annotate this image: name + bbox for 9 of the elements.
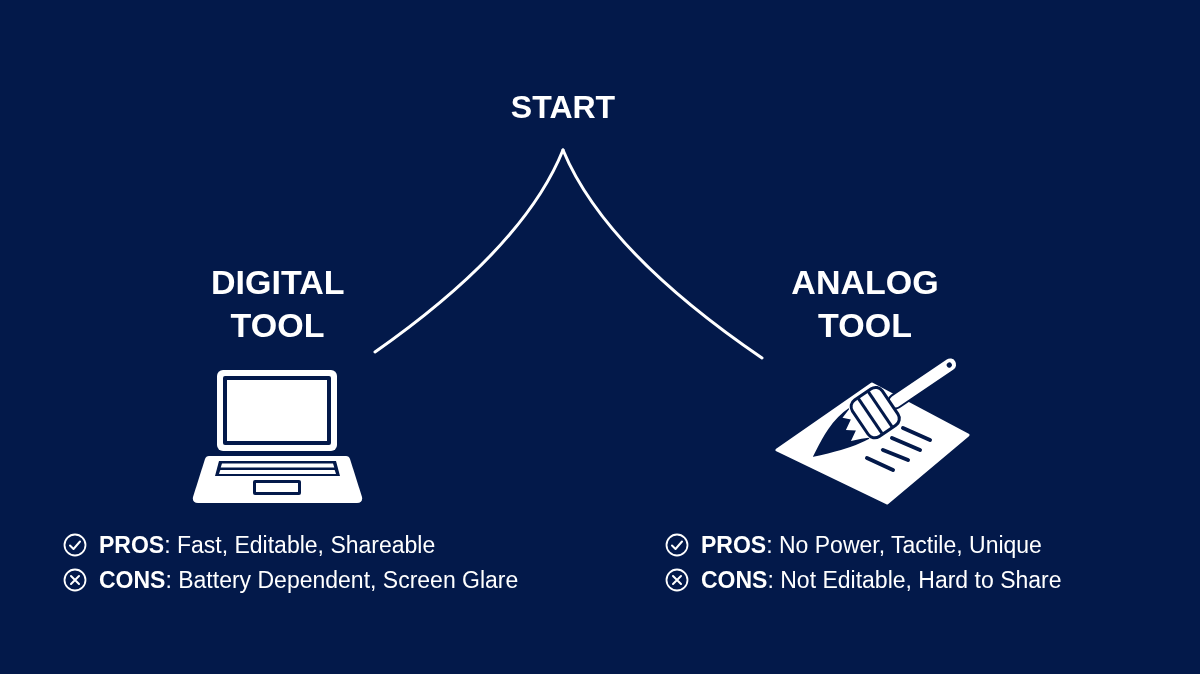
node-heading: DIGITAL TOOL — [211, 262, 344, 346]
pros-text: PROS: Fast, Editable, Shareable — [99, 531, 436, 559]
node-heading: START — [510, 89, 616, 126]
connector-line — [373, 148, 565, 354]
connector-line — [561, 148, 764, 360]
cons-text: CONS: Battery Dependent, Screen Glare — [99, 566, 519, 594]
cons-text: CONS: Not Editable, Hard to Share — [701, 566, 1062, 594]
node-heading: ANALOG TOOL — [791, 262, 939, 346]
pros-text: PROS: No Power, Tactile, Unique — [701, 531, 1042, 559]
